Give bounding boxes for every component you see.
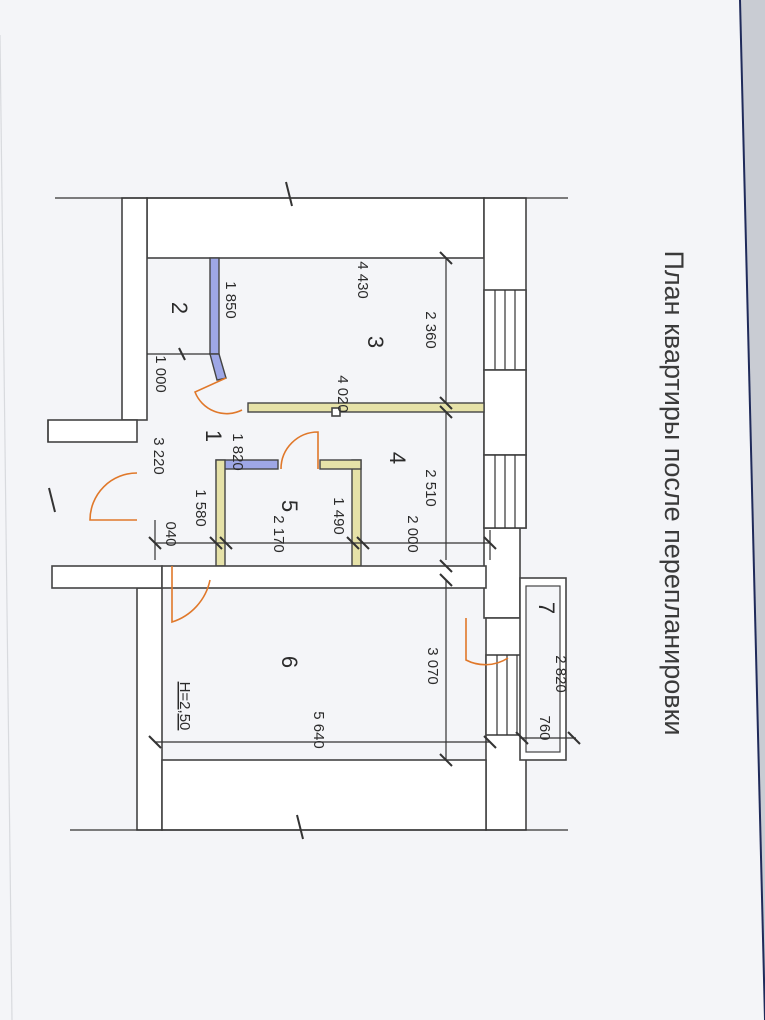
column-small	[331, 407, 341, 417]
wall-top-right	[146, 197, 485, 259]
partition-bath-right	[351, 459, 362, 567]
plan-title: План квартиры после перепланировки	[659, 251, 689, 736]
pier-top	[483, 369, 527, 456]
wall-corridor-bottom	[51, 565, 163, 589]
room-label-1: 1	[201, 430, 226, 442]
room-label-3: 3	[363, 336, 388, 348]
door-room-2	[193, 377, 243, 415]
height-label: H=2,50	[176, 682, 193, 731]
dim-2000: 2 000	[404, 515, 421, 553]
room-labels: 2 3 1 4 5 6 7	[167, 302, 559, 668]
window-top	[483, 289, 527, 371]
dim-1580: 1 580	[192, 489, 209, 527]
dim-1490: 1 490	[330, 497, 347, 535]
partition-bath-left	[215, 459, 226, 567]
dim-ticks	[48, 181, 581, 840]
dim-2510: 2 510	[422, 469, 439, 507]
dim-1850: 1 850	[222, 281, 239, 319]
dim-5640: 5 640	[310, 711, 327, 749]
dim-4430: 4 430	[354, 261, 371, 299]
dim-1000: 1 000	[152, 355, 169, 393]
door-entrance	[89, 472, 138, 521]
room-label-6: 6	[277, 656, 302, 668]
wall-corridor-top	[47, 419, 138, 443]
partition-3-4	[247, 402, 485, 413]
sheet-border	[739, 0, 765, 1020]
sheet-fold	[0, 34, 13, 1020]
dim-3220: 3 220	[150, 437, 167, 475]
dim-2170: 2 170	[270, 515, 287, 553]
partition-6-top	[161, 565, 487, 589]
dim-4020: 4 020	[334, 375, 351, 413]
door-bath	[280, 431, 319, 470]
partition-2	[209, 257, 220, 355]
window-mid	[483, 454, 527, 529]
door-room-6	[171, 566, 211, 624]
dimension-labels: 4 430 1 850 2 360 1 000 4 020 3 220 1 82…	[150, 261, 569, 749]
door-balcony	[465, 618, 509, 666]
room-label-5: 5	[277, 500, 302, 512]
dim-760: 760	[536, 715, 553, 740]
room-label-4: 4	[385, 452, 410, 464]
partition-bath-top-right	[319, 459, 362, 470]
dim-2820: 2 820	[552, 655, 569, 693]
room-label-2: 2	[167, 302, 192, 314]
dim-1040: 040	[162, 521, 179, 546]
dim-3070: 3 070	[424, 647, 441, 685]
balcony-inner	[525, 585, 561, 753]
wall-bottom	[161, 759, 487, 831]
room-label-7: 7	[534, 602, 559, 614]
wall-left-lower	[136, 587, 163, 831]
wall-left-upper	[121, 197, 148, 421]
dim-1820: 1 820	[229, 433, 246, 471]
dim-2360: 2 360	[422, 311, 439, 349]
